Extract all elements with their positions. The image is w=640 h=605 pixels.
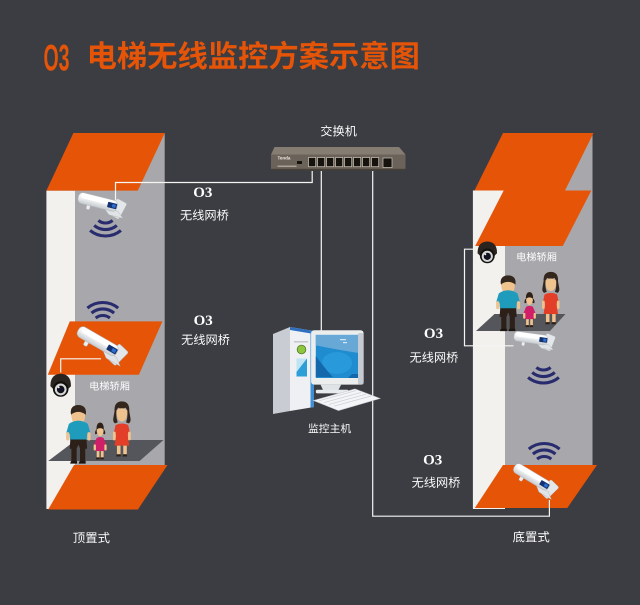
svg-text:O3: O3 xyxy=(193,185,212,201)
svg-text:O3: O3 xyxy=(424,326,443,342)
svg-text:O3: O3 xyxy=(44,38,70,79)
svg-text:O3: O3 xyxy=(194,313,213,329)
svg-text:O3: O3 xyxy=(423,453,442,469)
svg-text:Tenda: Tenda xyxy=(278,156,291,161)
